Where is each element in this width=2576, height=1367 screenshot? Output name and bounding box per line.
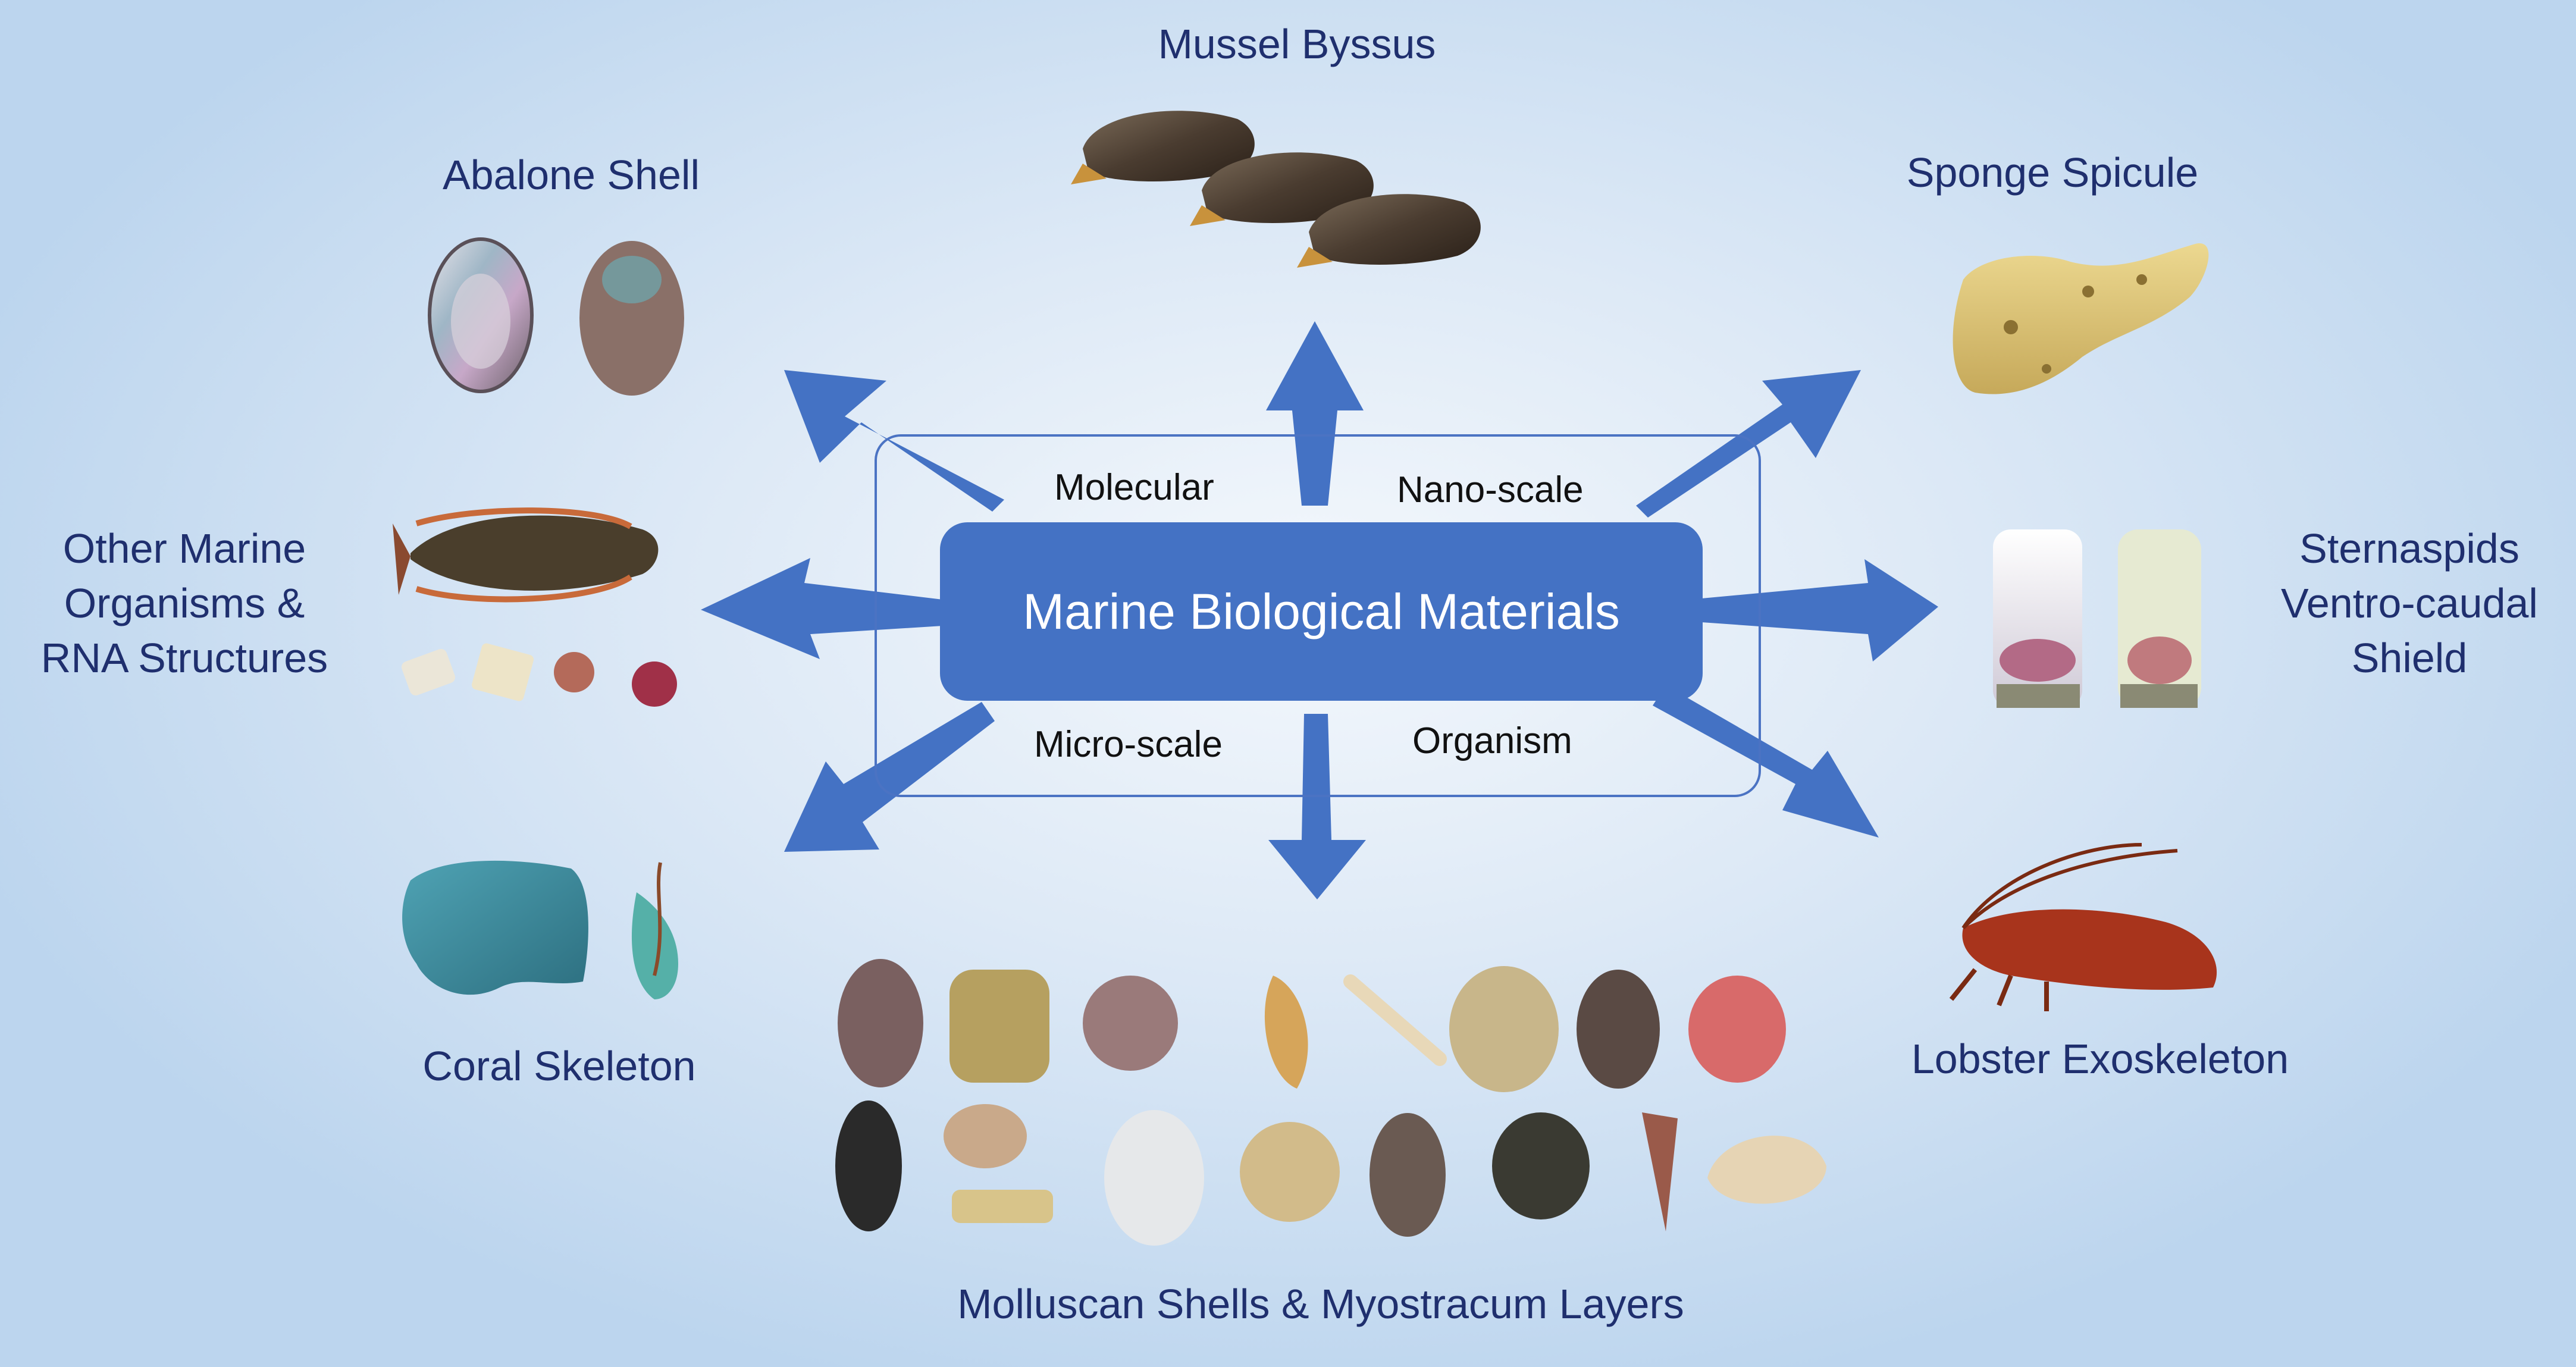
label-mussel-byssus: Mussel Byssus [1158,21,1436,67]
scale-frame [875,434,1761,797]
label-other-marine-line1: Other Marine [62,525,306,572]
label-molluscan-shells: Molluscan Shells & Myostracum Layers [957,1281,1684,1327]
label-other-marine-line2: Organisms & [64,580,305,626]
center-title: Marine Biological Materials [1023,583,1620,639]
label-sternaspids-line3: Shield [2351,635,2468,681]
scale-label-molecular: Molecular [1054,467,1214,508]
arrow-left [701,558,943,659]
label-sternaspids-line1: Sternaspids [2299,525,2519,572]
label-other-marine-line3: RNA Structures [40,635,328,681]
label-lobster-exoskeleton: Lobster Exoskeleton [1911,1036,2289,1082]
molluscan-shells-image [835,959,1826,1246]
arrow-down-right [1653,685,1879,838]
coral-image [402,860,678,999]
abalone-image [428,237,684,396]
other-marine-image [393,507,677,707]
lobster-image [1949,843,2217,1011]
mussel-image [1071,111,1481,268]
label-abalone-shell: Abalone Shell [443,152,700,198]
arrow-up-left [784,370,1004,512]
sponge-image [1953,243,2209,394]
arrow-up [1266,321,1364,506]
arrow-down [1268,714,1366,899]
label-sponge-spicule: Sponge Spicule [1906,149,2199,196]
center-title-box: Marine Biological Materials [940,522,1703,701]
scale-label-organism: Organism [1412,720,1572,761]
label-coral-skeleton: Coral Skeleton [422,1043,696,1089]
scale-label-micro: Micro-scale [1034,724,1223,765]
arrow-right [1701,559,1938,661]
label-sternaspids-line2: Ventro-caudal [2281,580,2538,626]
sternaspids-image [1993,529,2201,708]
scale-label-nano: Nano-scale [1397,469,1584,510]
